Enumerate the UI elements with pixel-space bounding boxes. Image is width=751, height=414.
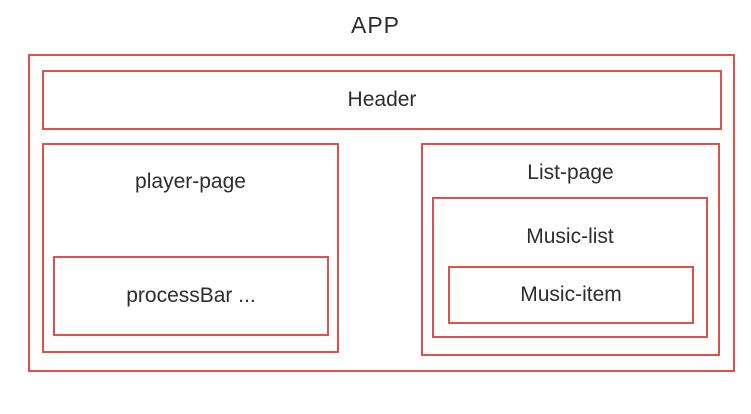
header-box: Header [42, 70, 722, 130]
list-page-label: List-page [527, 161, 614, 184]
music-list-box: Music-list [432, 197, 708, 338]
header-label: Header [347, 88, 417, 111]
player-page-label: player-page [135, 170, 246, 193]
player-page-box: player-page [42, 143, 339, 353]
app-container-box [28, 54, 735, 372]
process-bar-label: processBar ... [126, 284, 256, 307]
diagram-title: APP [350, 12, 401, 38]
process-bar-box: processBar ... [53, 256, 329, 336]
music-item-label: Music-item [520, 283, 622, 306]
music-item-box: Music-item [448, 266, 694, 324]
music-list-label: Music-list [526, 225, 614, 248]
list-page-box: List-page [421, 143, 720, 356]
